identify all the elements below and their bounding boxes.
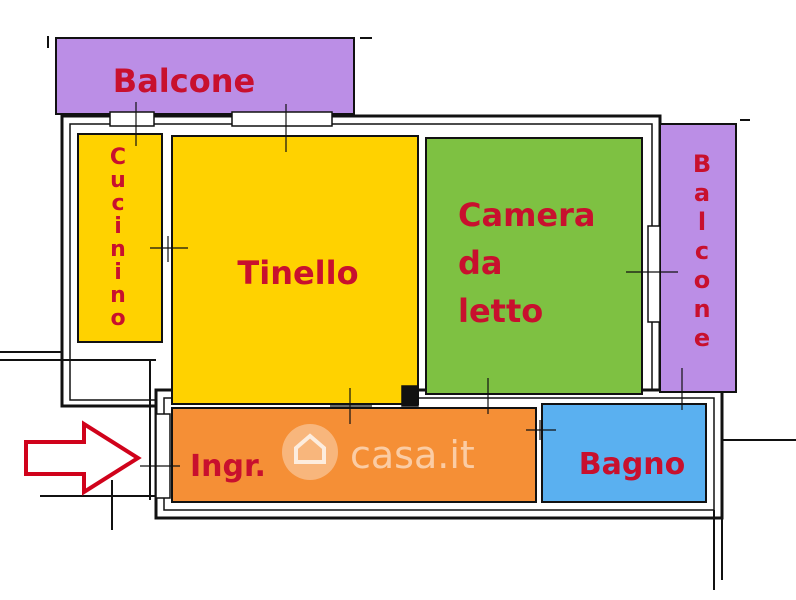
bagno-label: Bagno	[579, 447, 686, 482]
camera-label-line-2: da	[458, 244, 503, 282]
balcone-top-label: Balcone	[113, 62, 255, 100]
balcone-top	[55, 37, 355, 115]
cucinino-room	[77, 133, 163, 343]
bagno-room	[541, 403, 707, 503]
watermark: casa.it	[282, 424, 475, 480]
tinello-room	[171, 135, 419, 405]
ingresso-room	[171, 407, 537, 503]
camera-label-line-3: letto	[458, 292, 543, 330]
ingresso-label: Ingr.	[190, 449, 266, 484]
outside-lines	[0, 36, 796, 590]
balcone-right	[659, 123, 737, 393]
camera-label-line-1: Camera	[458, 196, 596, 234]
watermark-text: casa.it	[350, 433, 475, 477]
entry-arrow-icon	[24, 420, 142, 496]
tinello-label: Tinello	[237, 254, 358, 292]
camera-room	[425, 137, 643, 395]
house-icon	[294, 433, 326, 464]
openings	[109, 111, 661, 499]
door-ticks	[135, 102, 683, 467]
